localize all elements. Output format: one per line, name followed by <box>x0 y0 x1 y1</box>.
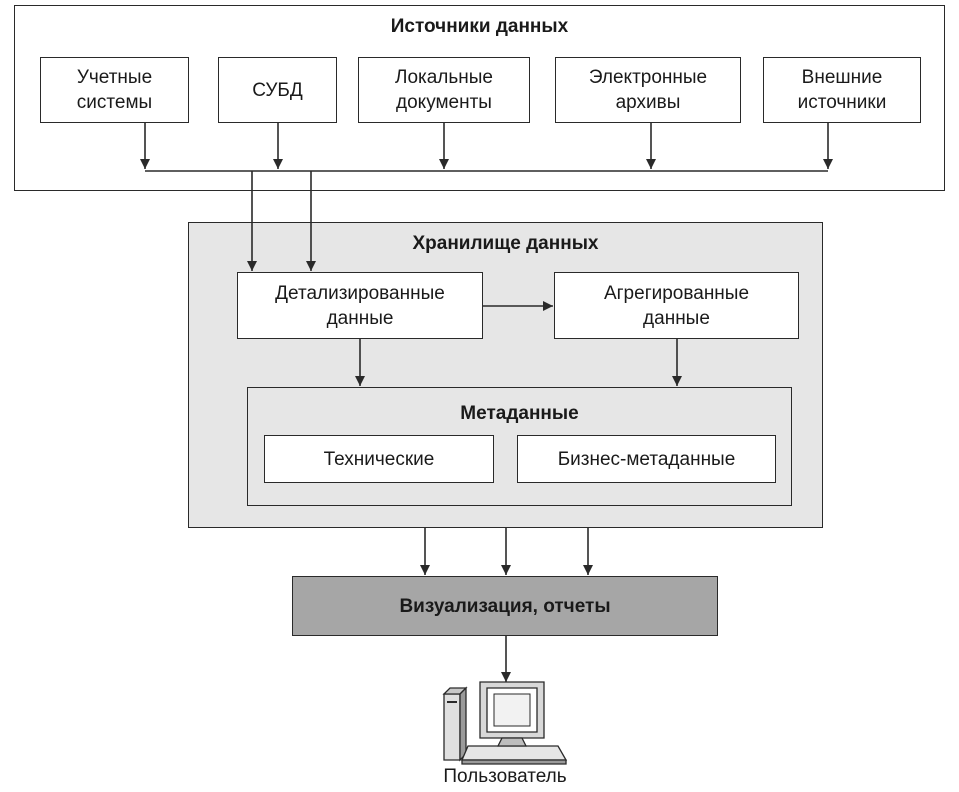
visualization-reports-box: Визуализация, отчеты <box>292 576 718 636</box>
business-metadata-box: Бизнес-метаданные <box>517 435 776 483</box>
computer-icon <box>442 681 568 765</box>
source-dbms: СУБД <box>218 57 337 123</box>
detailed-data-box: Детализированные данные <box>237 272 483 339</box>
sources-title: Источники данных <box>390 16 569 37</box>
source-accounting-systems: Учетные системы <box>40 57 189 123</box>
source-electronic-archives: Электронные архивы <box>555 57 741 123</box>
source-local-documents: Локальные документы <box>358 57 530 123</box>
metadata-title: Метаданные <box>460 403 579 424</box>
warehouse-title: Хранилище данных <box>412 233 599 254</box>
aggregated-data-box: Агрегированные данные <box>554 272 799 339</box>
user-label: Пользователь <box>443 766 567 787</box>
technical-metadata-box: Технические <box>264 435 494 483</box>
source-external-sources: Внешние источники <box>763 57 921 123</box>
